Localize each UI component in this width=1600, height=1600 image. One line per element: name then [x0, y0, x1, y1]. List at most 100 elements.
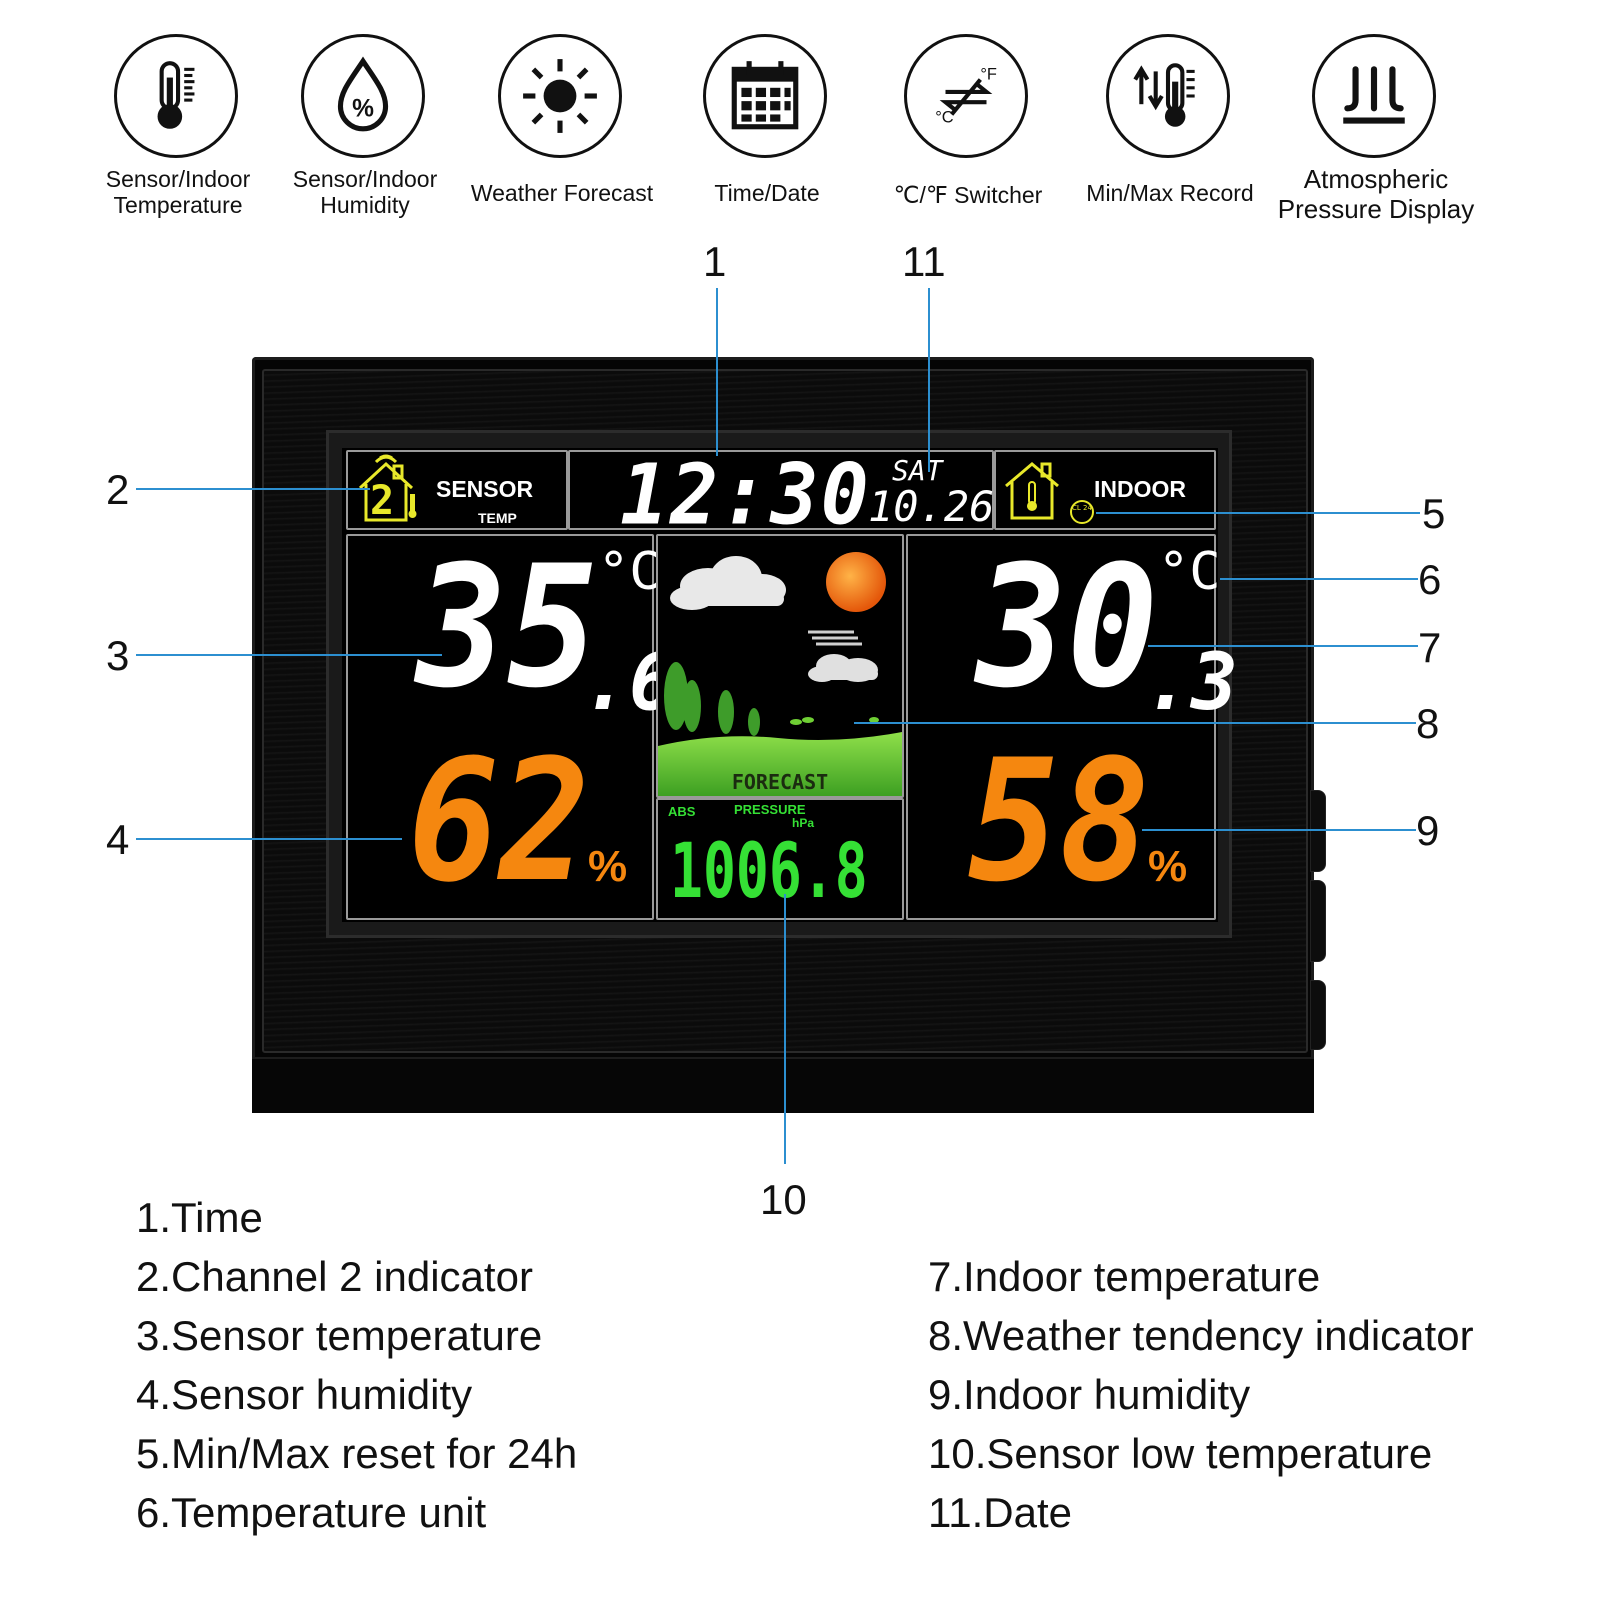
- leader-line-11: [928, 288, 930, 472]
- feature-label: Humidity: [320, 192, 410, 218]
- reset-24h-badge: CL 24: [1070, 500, 1094, 524]
- time-date-header: 12:30 SAT 10.26: [568, 446, 995, 543]
- pressure-label: PRESSURE: [734, 802, 806, 817]
- pressure-unit: hPa: [792, 816, 815, 830]
- callout-6: 6: [1418, 556, 1442, 603]
- legend-item: 6.Temperature unit: [136, 1489, 487, 1536]
- indoor-humidity-unit: %: [1148, 842, 1188, 891]
- side-button-2[interactable]: [1310, 880, 1326, 962]
- leader-line-6: [1220, 578, 1418, 580]
- weather-forecast-graphic: [658, 552, 902, 796]
- feature-label: Sensor/Indoor: [105, 166, 251, 192]
- indoor-house-icon: [1005, 462, 1059, 520]
- callout-11: 11: [902, 238, 946, 285]
- pressure-panel: ABS PRESSURE hPa 1006.8: [656, 798, 904, 920]
- indoor-header: INDOOR CL 24: [994, 450, 1216, 530]
- lcd-screen: 2 SENSOR TEMP 12:30 SAT 10.26 INDOOR CL …: [342, 446, 1238, 922]
- legend-item: 7.Indoor temperature: [928, 1253, 1321, 1300]
- sensor-humidity-unit: %: [588, 842, 628, 891]
- pressure-value: 1006.8: [670, 826, 868, 915]
- feature-unit-switch: °F °C ℃/℉ Switcher: [868, 34, 1068, 234]
- abs-label: ABS: [668, 804, 696, 819]
- leader-line-9: [1142, 829, 1416, 831]
- legend-item: 3.Sensor temperature: [136, 1312, 543, 1359]
- feature-time-date: Time/Date: [667, 34, 867, 234]
- legend-left: 1.Time 2.Channel 2 indicator 3.Sensor te…: [136, 1188, 577, 1542]
- feature-label: Pressure Display: [1277, 194, 1475, 224]
- celsius-fahrenheit-switch-icon: °F °C: [904, 34, 1028, 158]
- cloud-icon: [670, 556, 786, 610]
- svg-text:%: %: [352, 96, 374, 123]
- legend-item: 4.Sensor humidity: [136, 1371, 473, 1418]
- pressure-icon: [1312, 34, 1436, 158]
- legend-right: 7.Indoor temperature 8.Weather tendency …: [928, 1247, 1474, 1542]
- indoor-temp-unit: °C: [1158, 542, 1221, 602]
- feature-label: Atmospheric: [1303, 164, 1449, 194]
- leader-line-2: [136, 488, 370, 490]
- feature-label: Min/Max Record: [1086, 180, 1254, 206]
- legend-item: 11.Date: [928, 1489, 1072, 1536]
- leader-line-7: [1148, 645, 1418, 647]
- callout-8: 8: [1416, 700, 1440, 747]
- indoor-temperature-decimal: .3: [1144, 638, 1238, 728]
- callout-1: 1: [703, 238, 727, 285]
- feature-label: Temperature: [113, 192, 243, 218]
- feature-pressure: Atmospheric Pressure Display: [1276, 34, 1476, 234]
- callout-4: 4: [106, 816, 130, 863]
- calendar-icon: [703, 34, 827, 158]
- feature-humidity: % Sensor/Indoor Humidity: [265, 34, 465, 234]
- legend-item: 5.Min/Max reset for 24h: [136, 1430, 578, 1477]
- callout-7: 7: [1418, 624, 1442, 671]
- sensor-temperature: 35: [416, 529, 599, 725]
- indoor-label: INDOOR: [1094, 476, 1186, 502]
- indoor-readings-panel: 30 .3 °C 58 %: [906, 529, 1238, 920]
- channel-house-icon: [358, 454, 417, 522]
- callout-5: 5: [1422, 490, 1446, 537]
- callout-10: 10: [760, 1176, 807, 1223]
- leader-line-10: [784, 894, 786, 1164]
- side-button-3[interactable]: [1310, 980, 1326, 1050]
- sun-icon: [498, 34, 622, 158]
- svg-text:°C: °C: [935, 109, 954, 127]
- min-max-thermometer-icon: [1106, 34, 1230, 158]
- indoor-temperature: 30: [976, 529, 1159, 725]
- leader-line-5: [1096, 512, 1420, 514]
- humidity-drop-icon: %: [301, 34, 425, 158]
- feature-forecast: Weather Forecast: [462, 34, 662, 234]
- feature-min-max: Min/Max Record: [1070, 34, 1270, 234]
- sensor-label: SENSOR: [436, 476, 534, 502]
- legend-item: 2.Channel 2 indicator: [136, 1253, 533, 1300]
- forecast-label: FORECAST: [731, 770, 829, 794]
- callout-9: 9: [1416, 807, 1440, 854]
- sensor-humidity: 62: [408, 723, 591, 919]
- callout-3: 3: [106, 632, 130, 679]
- time-display: 12:30: [620, 445, 871, 544]
- feature-label: ℃/℉ Switcher: [893, 182, 1043, 208]
- svg-text:°F: °F: [980, 66, 997, 84]
- sensor-header: 2 SENSOR TEMP: [346, 450, 568, 530]
- leader-line-3: [136, 654, 442, 656]
- weekday-display: SAT: [892, 454, 943, 487]
- feature-label: Weather Forecast: [470, 180, 654, 206]
- callout-2: 2: [106, 466, 130, 513]
- feature-temperature: Sensor/Indoor Temperature: [78, 34, 278, 234]
- thermometer-icon: [114, 34, 238, 158]
- date-display: 10.26: [868, 482, 995, 531]
- legend-item: 10.Sensor low temperature: [928, 1430, 1433, 1477]
- channel-number: 2: [370, 478, 395, 524]
- leader-line-4: [136, 838, 402, 840]
- feature-label: Sensor/Indoor: [292, 166, 438, 192]
- sensor-sublabel: TEMP: [478, 510, 517, 526]
- side-button-1[interactable]: [1310, 790, 1326, 872]
- forecast-panel: FORECAST: [656, 534, 904, 798]
- sensor-temp-unit: °C: [598, 542, 661, 602]
- sun-icon: [826, 552, 886, 612]
- leader-line-8: [854, 722, 1416, 724]
- device-base: [252, 1057, 1314, 1113]
- indoor-humidity: 58: [968, 723, 1151, 919]
- legend-item: 9.Indoor humidity: [928, 1371, 1251, 1418]
- leader-line-1: [716, 288, 718, 456]
- sensor-readings-panel: 35 .6 °C 62 %: [346, 529, 676, 920]
- small-cloud-icon: [808, 654, 878, 682]
- feature-label: Time/Date: [714, 180, 820, 206]
